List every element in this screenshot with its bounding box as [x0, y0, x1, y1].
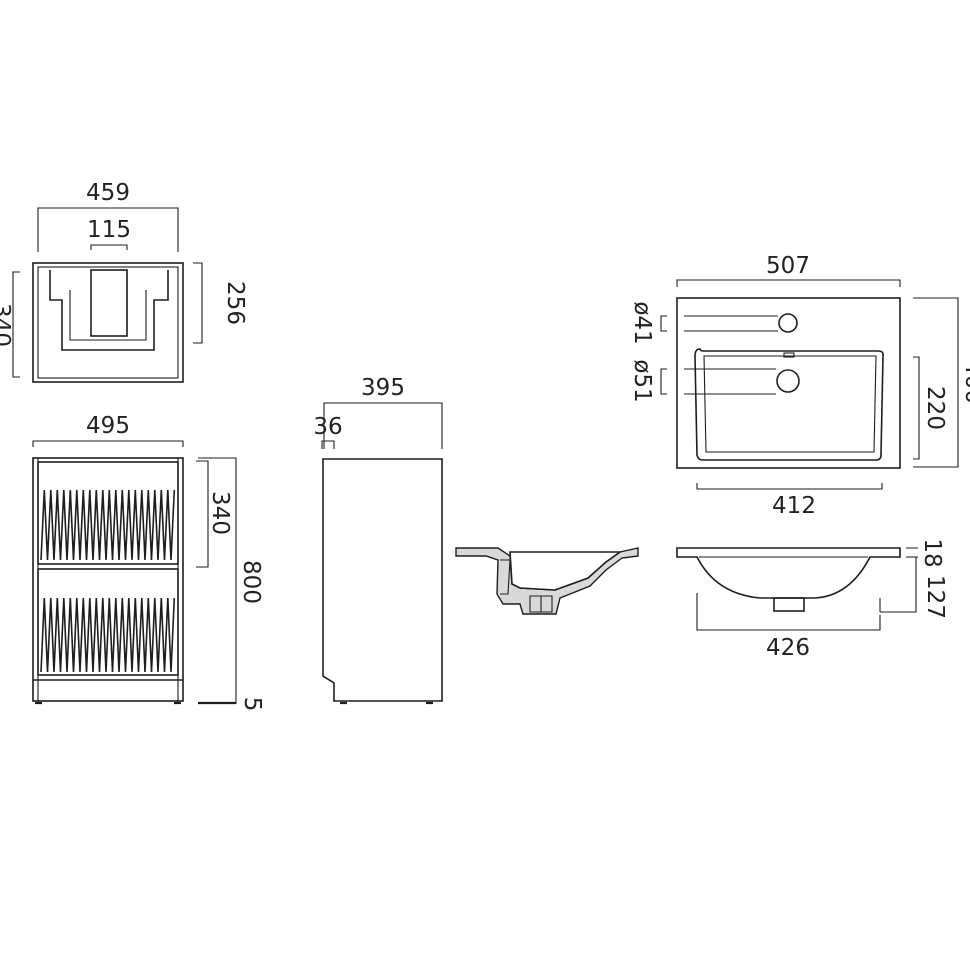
basin-plan: 507 ø41 ø51 220 400 412 — [629, 253, 970, 519]
front-view: 495 340 800 5 — [32, 413, 265, 712]
dim-basin-inner-width: 412 — [772, 493, 816, 519]
dim-basin-edge-partial: 400 — [960, 360, 970, 404]
dim-top-side-partial: 340 — [0, 303, 14, 347]
dim-basin-outer-width: 507 — [766, 253, 810, 279]
side-view: 395 36 — [313, 375, 443, 705]
dim-top-width: 459 — [86, 180, 130, 206]
top-view: 459 115 256 340 — [0, 180, 248, 383]
basin-elevation: 18 127 426 — [676, 538, 948, 661]
basin-section — [455, 547, 639, 615]
dim-front-width: 495 — [86, 413, 130, 439]
dim-tap-hole-diameter: ø41 — [629, 301, 655, 344]
dim-front-total-height: 800 — [238, 560, 264, 604]
dim-basin-bowl-depth: 127 — [922, 575, 948, 619]
dim-top-drawer-gap: 115 — [87, 217, 131, 243]
dim-front-foot-height: 5 — [239, 697, 265, 712]
dim-side-depth: 395 — [361, 375, 405, 401]
dim-front-drawer-height: 340 — [207, 491, 233, 535]
dim-basin-rim-height: 18 — [919, 538, 945, 567]
dim-basin-bowl-width: 426 — [766, 635, 810, 661]
dim-basin-inner-depth: 220 — [922, 386, 948, 430]
dim-waste-hole-diameter: ø51 — [629, 359, 655, 402]
dim-top-depth: 256 — [222, 281, 248, 325]
dim-side-top-thickness: 36 — [313, 414, 342, 440]
